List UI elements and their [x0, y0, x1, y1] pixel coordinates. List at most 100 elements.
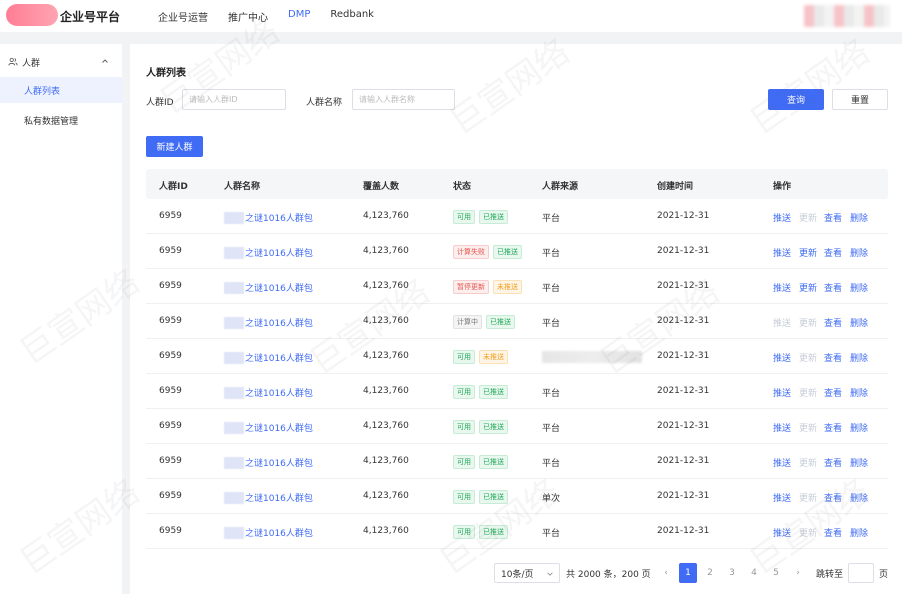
view-action[interactable]: 查看: [824, 494, 843, 504]
view-action[interactable]: 查看: [824, 284, 843, 294]
view-action[interactable]: 查看: [824, 214, 843, 224]
delete-action[interactable]: 删除: [850, 459, 869, 469]
name-redacted: [224, 316, 244, 329]
new-audience-button[interactable]: 新建人群: [146, 136, 203, 157]
delete-action[interactable]: 删除: [850, 214, 869, 224]
push-action[interactable]: 推送: [773, 214, 792, 224]
update-action: 更新: [799, 424, 818, 434]
audience-id-input[interactable]: [182, 89, 286, 110]
update-action: 更新: [799, 214, 818, 224]
sidebar-group-audience[interactable]: 人群: [8, 54, 114, 70]
cell-name: 之谜1016人群包: [224, 526, 313, 539]
view-action[interactable]: 查看: [824, 459, 843, 469]
user-avatar-area[interactable]: [804, 5, 890, 27]
cell-created: 2021-12-31: [657, 246, 710, 256]
audience-name-link[interactable]: 之谜1016人群包: [245, 319, 313, 329]
page-button-1[interactable]: 1: [679, 563, 697, 583]
cell-source: 平台: [542, 249, 561, 259]
name-redacted: [224, 421, 244, 434]
view-action[interactable]: 查看: [824, 249, 843, 259]
page-button-4[interactable]: 4: [751, 568, 757, 578]
cell-id: 6959: [159, 316, 182, 326]
view-action[interactable]: 查看: [824, 389, 843, 399]
reset-button[interactable]: 重置: [832, 89, 888, 110]
page-button-2[interactable]: 2: [707, 568, 713, 578]
query-button[interactable]: 查询: [768, 89, 824, 110]
name-redacted: [224, 351, 244, 364]
cell-created: 2021-12-31: [657, 421, 710, 431]
push-action[interactable]: 推送: [773, 389, 792, 399]
update-action: 更新: [799, 494, 818, 504]
update-action[interactable]: 更新: [799, 284, 818, 294]
cell-created: 2021-12-31: [657, 456, 710, 466]
nav-item-redbank[interactable]: Redbank: [330, 9, 374, 20]
sidebar-item-audience-list[interactable]: 人群列表: [0, 77, 122, 103]
push-action[interactable]: 推送: [773, 459, 792, 469]
audience-name-link[interactable]: 之谜1016人群包: [245, 529, 313, 539]
view-action[interactable]: 查看: [824, 424, 843, 434]
nav-item-dmp[interactable]: DMP: [288, 9, 311, 20]
prev-page-button[interactable]: ‹: [664, 568, 668, 578]
audience-name-link[interactable]: 之谜1016人群包: [245, 354, 313, 364]
delete-action[interactable]: 删除: [850, 284, 869, 294]
delete-action[interactable]: 删除: [850, 494, 869, 504]
push-action[interactable]: 推送: [773, 354, 792, 364]
push-action[interactable]: 推送: [773, 529, 792, 539]
update-action[interactable]: 更新: [799, 249, 818, 259]
cell-status: 可用未推送: [453, 350, 512, 364]
audience-name-link[interactable]: 之谜1016人群包: [245, 249, 313, 259]
cell-coverage: 4,123,760: [363, 421, 409, 431]
audience-name-input[interactable]: [352, 89, 455, 110]
cell-coverage: 4,123,760: [363, 456, 409, 466]
audience-name-link[interactable]: 之谜1016人群包: [245, 494, 313, 504]
chevron-up-icon: [102, 59, 108, 63]
view-action[interactable]: 查看: [824, 319, 843, 329]
status-badge: 已推送: [479, 210, 508, 224]
audience-name-link[interactable]: 之谜1016人群包: [245, 389, 313, 399]
cell-name: 之谜1016人群包: [224, 316, 313, 329]
push-action[interactable]: 推送: [773, 249, 792, 259]
status-badge: 已推送: [479, 525, 508, 539]
delete-action[interactable]: 删除: [850, 389, 869, 399]
delete-action[interactable]: 删除: [850, 354, 869, 364]
push-action[interactable]: 推送: [773, 494, 792, 504]
audience-name-link[interactable]: 之谜1016人群包: [245, 284, 313, 294]
page-size-value: 10条/页: [501, 569, 534, 580]
audience-name-link[interactable]: 之谜1016人群包: [245, 459, 313, 469]
view-action[interactable]: 查看: [824, 354, 843, 364]
column-header-created: 创建时间: [657, 182, 694, 192]
cell-source: 平台: [542, 459, 561, 469]
filter-name-label: 人群名称: [306, 98, 343, 108]
total-count: 共 2000 条，200 页: [566, 570, 651, 580]
jump-unit: 页: [879, 570, 889, 580]
page-button-5[interactable]: 5: [773, 568, 779, 578]
table-header: 人群ID 人群名称 覆盖人数 状态 人群来源 创建时间 操作: [146, 169, 888, 199]
sidebar-group-label: 人群: [22, 58, 41, 69]
push-action[interactable]: 推送: [773, 284, 792, 294]
cell-coverage: 4,123,760: [363, 246, 409, 256]
sidebar-item-private-data[interactable]: 私有数据管理: [24, 116, 79, 127]
column-header-status: 状态: [453, 182, 472, 192]
nav-item-operations[interactable]: 企业号运营: [158, 13, 208, 24]
delete-action[interactable]: 删除: [850, 424, 869, 434]
jump-page-input[interactable]: [848, 563, 874, 583]
audience-name-link[interactable]: 之谜1016人群包: [245, 214, 313, 224]
next-page-button[interactable]: ›: [796, 568, 800, 578]
page-button-3[interactable]: 3: [729, 568, 735, 578]
delete-action[interactable]: 删除: [850, 529, 869, 539]
delete-action[interactable]: 删除: [850, 249, 869, 259]
page-size-select[interactable]: 10条/页: [494, 563, 560, 583]
delete-action[interactable]: 删除: [850, 319, 869, 329]
cell-id: 6959: [159, 456, 182, 466]
update-action: 更新: [799, 389, 818, 399]
audience-name-link[interactable]: 之谜1016人群包: [245, 424, 313, 434]
nav-item-promotion[interactable]: 推广中心: [228, 13, 268, 24]
view-action[interactable]: 查看: [824, 529, 843, 539]
push-action[interactable]: 推送: [773, 424, 792, 434]
page-title: 人群列表: [146, 68, 186, 79]
status-badge: 可用: [453, 455, 475, 469]
